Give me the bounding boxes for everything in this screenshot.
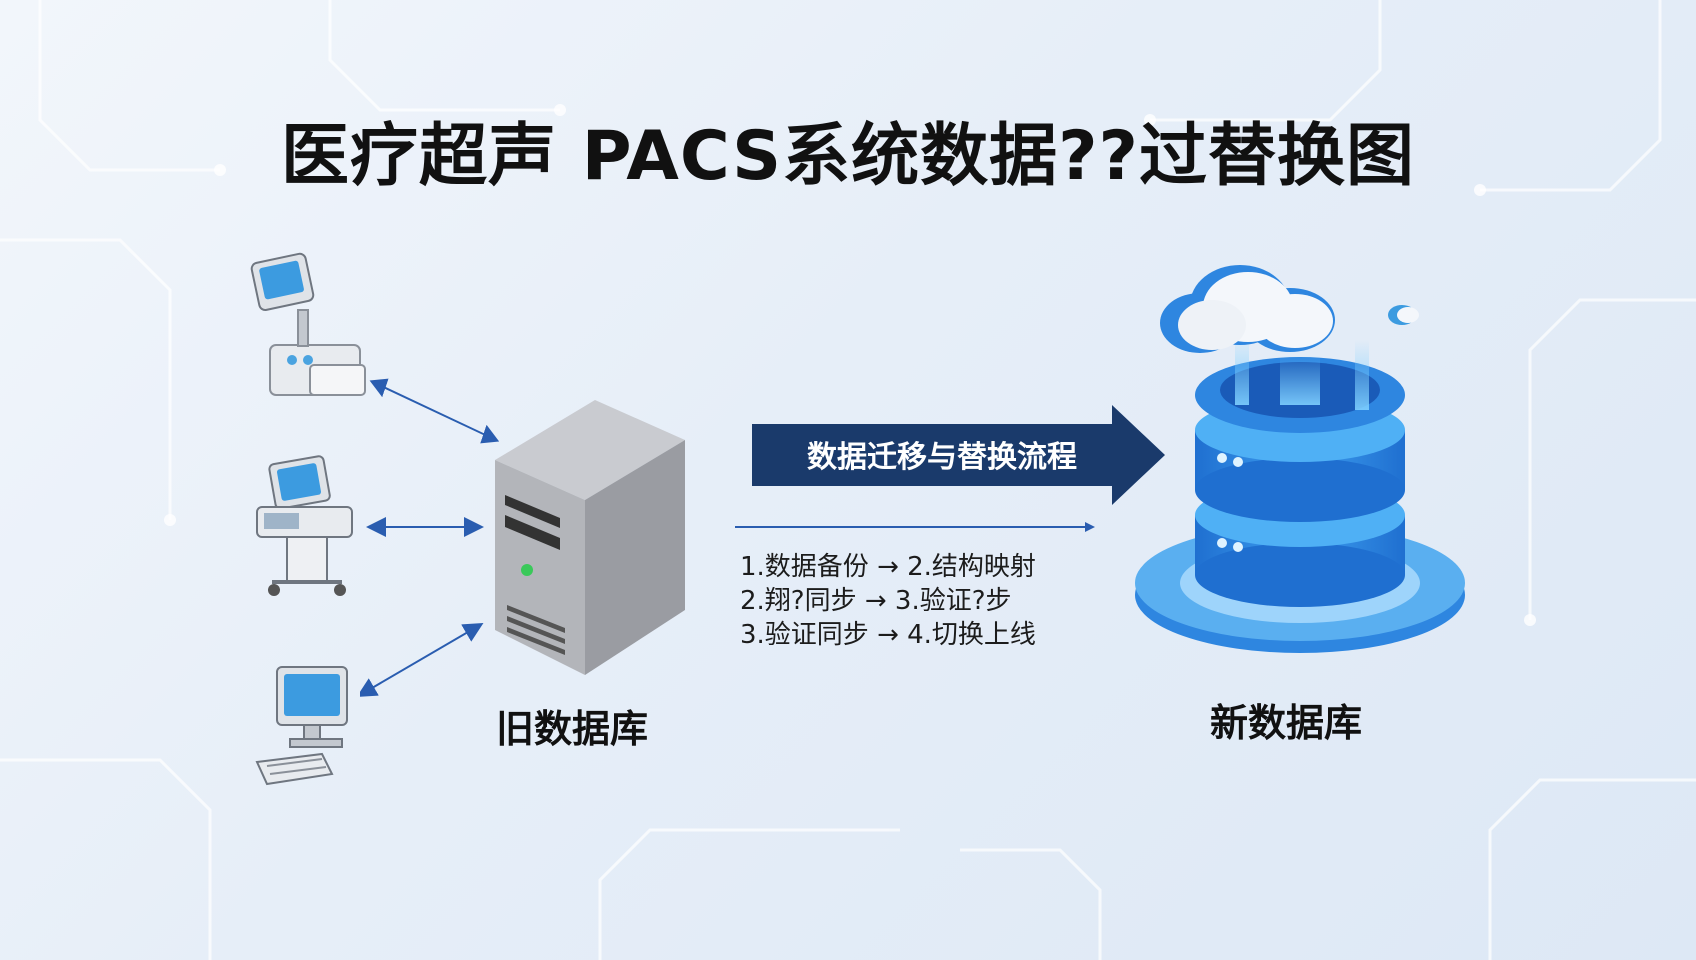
server-tower-icon (495, 400, 685, 675)
new-database-label: 新数据库 (1210, 701, 1363, 745)
ultrasound-cart-icon (256, 455, 353, 596)
workstation-computer-icon (255, 666, 348, 786)
step-line-1: 1.数据备份 → 2.结构映射 (740, 552, 1036, 582)
step-line-2: 2.翔?同步 → 3.验证?步 (740, 586, 1012, 616)
ultrasound-machine-icon (250, 252, 366, 396)
device-connections (360, 378, 500, 698)
cloud-database-icon (1135, 265, 1465, 653)
migration-banner-arrow (752, 405, 1165, 505)
steps-arrow-line (735, 522, 1095, 532)
old-database-label: 旧数据库 (496, 707, 649, 751)
migration-banner-label: 数据迁移与替换流程 (807, 440, 1077, 475)
page-title: 医疗超声 PACS系统数据??过替换图 (281, 117, 1415, 196)
step-line-3: 3.验证同步 → 4.切换上线 (740, 620, 1036, 650)
